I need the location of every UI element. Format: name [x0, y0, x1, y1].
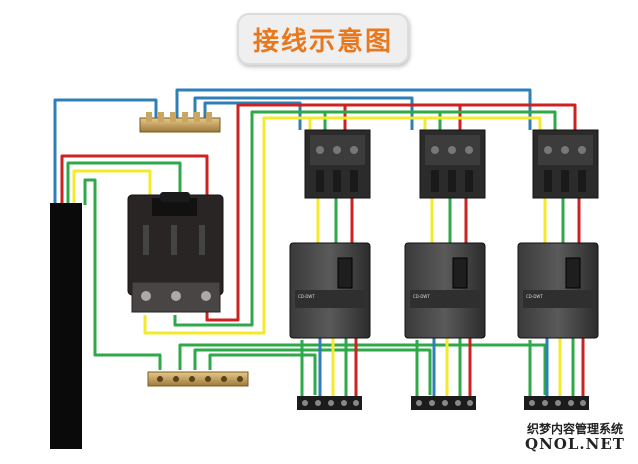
fuse-holder-1	[304, 129, 371, 199]
terminal-block-2	[411, 396, 476, 410]
wire-green-earth-1	[178, 343, 547, 395]
wire-green-earth-2	[193, 348, 432, 395]
watermark-en: QNOL.NET	[525, 435, 625, 453]
wire-blue-neutral-in	[53, 98, 158, 205]
wire-green-earth-trunk	[83, 178, 162, 370]
wire-yellow-branch-2	[264, 116, 427, 130]
terminal-block-3	[524, 396, 589, 410]
diagram-title: 接线示意图	[252, 26, 393, 57]
breaker-label: CD-DWT	[298, 294, 315, 299]
watermark-cn: 织梦内容管理系统	[526, 422, 623, 436]
main-isolator-switch	[127, 192, 224, 313]
wire-blue-feed-1	[175, 88, 532, 130]
neutral-busbar	[139, 112, 221, 133]
wire-red-branch-1	[238, 103, 347, 130]
wire-red-main	[60, 103, 577, 322]
fuse-holder-3	[532, 129, 599, 199]
main-cable	[50, 203, 82, 449]
fuse-to-breaker-links	[316, 195, 581, 245]
wire-yellow-branch-1	[264, 116, 312, 130]
breaker-label: CD-DWT	[526, 294, 543, 299]
wire-yellow-out	[143, 116, 542, 335]
earth-busbar	[147, 371, 249, 387]
fuse-holder-2	[419, 129, 486, 199]
wire-green-main	[66, 161, 182, 205]
terminal-block-1	[297, 396, 362, 410]
circuit-breaker-3: CD-DWT	[517, 242, 599, 339]
wire-blue-feed-2	[193, 96, 414, 130]
title-banner: 接线示意图	[237, 13, 409, 65]
wire-green-branch-1	[252, 110, 327, 130]
wire-green-out	[173, 110, 557, 327]
breaker-to-terminal-links	[300, 338, 585, 398]
circuit-breaker-2: CD-DWT	[404, 242, 486, 339]
watermark: 织梦内容管理系统 QNOL.NET	[514, 422, 636, 453]
breaker-label: CD-DWT	[413, 294, 430, 299]
wires	[53, 88, 577, 395]
wire-yellow-main	[72, 169, 152, 205]
wire-green-earth-3	[208, 353, 317, 395]
circuit-breaker-1: CD-DWT	[289, 242, 371, 339]
